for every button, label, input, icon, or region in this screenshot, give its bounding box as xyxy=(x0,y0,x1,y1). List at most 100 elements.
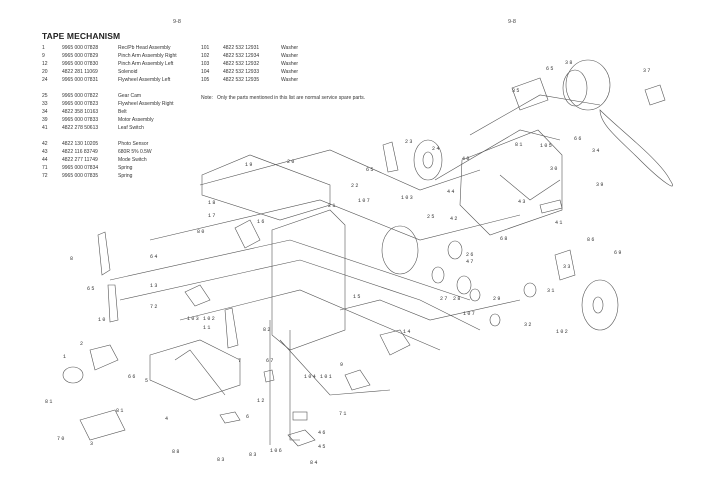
callout: 64 xyxy=(150,254,159,260)
callout: 2 xyxy=(80,341,84,347)
flywheel-33-hub xyxy=(592,296,604,314)
part-code: 4822 281 11069 xyxy=(62,69,98,75)
callout: 19 xyxy=(245,162,254,168)
rail-18 xyxy=(201,154,331,221)
callout: 105 xyxy=(540,143,553,149)
callout: 29 xyxy=(493,296,502,302)
part-code: 4822 532 12932 xyxy=(223,61,260,67)
part-ref: 43 xyxy=(42,149,48,155)
callout: 20 xyxy=(287,159,296,165)
part-ref: 33 xyxy=(42,101,48,107)
callout: 13 xyxy=(150,283,159,289)
callout: 47 xyxy=(466,259,475,265)
part-35 xyxy=(511,77,549,111)
main-chassis xyxy=(271,209,346,351)
part-15 xyxy=(184,284,211,307)
part-9 xyxy=(344,369,371,391)
part-code: 4822 532 12934 xyxy=(223,53,260,59)
callout: 17 xyxy=(208,213,217,219)
part-code: 4822 116 83749 xyxy=(62,149,98,155)
gear-22 xyxy=(469,288,481,302)
part-desc: Spring xyxy=(118,165,133,171)
callout: 107 xyxy=(463,311,476,317)
callout: 1 xyxy=(63,354,67,360)
guide-line xyxy=(279,339,391,396)
part-ref: 1 xyxy=(42,45,45,51)
callout: 46 xyxy=(318,430,327,436)
part-ref: 41 xyxy=(42,125,48,131)
callout-labels: 65 38 37 35 34 81 105 66 24 40 30 39 44 … xyxy=(45,60,650,466)
page-number-left: 9-8 xyxy=(173,19,181,25)
callout: 40 xyxy=(462,156,471,162)
part-desc: Spring xyxy=(118,173,133,179)
callout: 7 xyxy=(238,358,242,364)
guide-line xyxy=(469,94,601,136)
callout: 83 xyxy=(217,457,226,463)
callout: 67 xyxy=(266,358,275,364)
guide-line xyxy=(339,299,521,321)
callout: 6 xyxy=(246,414,250,420)
arm-13 xyxy=(107,284,119,323)
flywheel-24 xyxy=(413,139,443,181)
flywheel-33 xyxy=(581,279,619,331)
part-30 xyxy=(554,249,576,281)
part-code: 9965 000 07834 xyxy=(62,165,99,171)
part-code: 4822 532 12933 xyxy=(223,69,260,75)
part-14 xyxy=(379,329,411,356)
part-desc: Mode Switch xyxy=(118,157,147,163)
part-desc: Photo Sensor xyxy=(118,141,149,147)
part-ref: 101 xyxy=(201,45,210,51)
callout: 27 xyxy=(440,296,449,302)
gear-32 xyxy=(489,313,501,327)
callout: 22 xyxy=(351,183,360,189)
part-desc: 680R 5% 0.5W xyxy=(118,149,152,155)
callout: 81 xyxy=(515,142,524,148)
callout: 44 xyxy=(447,189,456,195)
callout: 16 xyxy=(257,219,266,225)
part-desc: Solenoid xyxy=(118,69,138,75)
callout: 81 xyxy=(45,399,54,405)
part-45 xyxy=(287,429,316,447)
callout: 66 xyxy=(128,374,137,380)
callout: 66 xyxy=(574,136,583,142)
callout: 107 xyxy=(358,198,371,204)
guide-line xyxy=(289,330,300,441)
callout: 39 xyxy=(596,182,605,188)
callout: 65 xyxy=(546,66,555,72)
part-10 xyxy=(234,219,261,249)
gear-27 xyxy=(431,266,445,284)
callout: 103 xyxy=(187,316,200,322)
callout: 71 xyxy=(339,411,348,417)
part-desc: Pinch Arm Assembly Right xyxy=(118,53,177,59)
part-ref: 72 xyxy=(42,173,48,179)
part-code: 9965 000 07831 xyxy=(62,77,99,83)
part-code: 9965 000 07835 xyxy=(62,173,99,179)
part-desc: Leaf Switch xyxy=(118,125,144,131)
callout: 15 xyxy=(353,294,362,300)
callout: 10 xyxy=(98,317,107,323)
callout: 84 xyxy=(310,460,319,466)
callout: 38 xyxy=(565,60,574,66)
part-code: 4822 278 50613 xyxy=(62,125,99,131)
callout: 23 xyxy=(405,139,414,145)
part-code: 9965 000 07823 xyxy=(62,101,99,107)
callout: 104 xyxy=(304,374,317,380)
arm-11 xyxy=(224,307,239,349)
part-12 xyxy=(263,369,275,383)
motor-bracket-outline xyxy=(459,129,563,236)
part-desc: Motor Assembly xyxy=(118,117,154,123)
callout: 43 xyxy=(518,199,527,205)
part-desc: Belt xyxy=(118,109,127,115)
lever-3 xyxy=(79,409,126,441)
part-desc: Washer xyxy=(281,53,299,59)
